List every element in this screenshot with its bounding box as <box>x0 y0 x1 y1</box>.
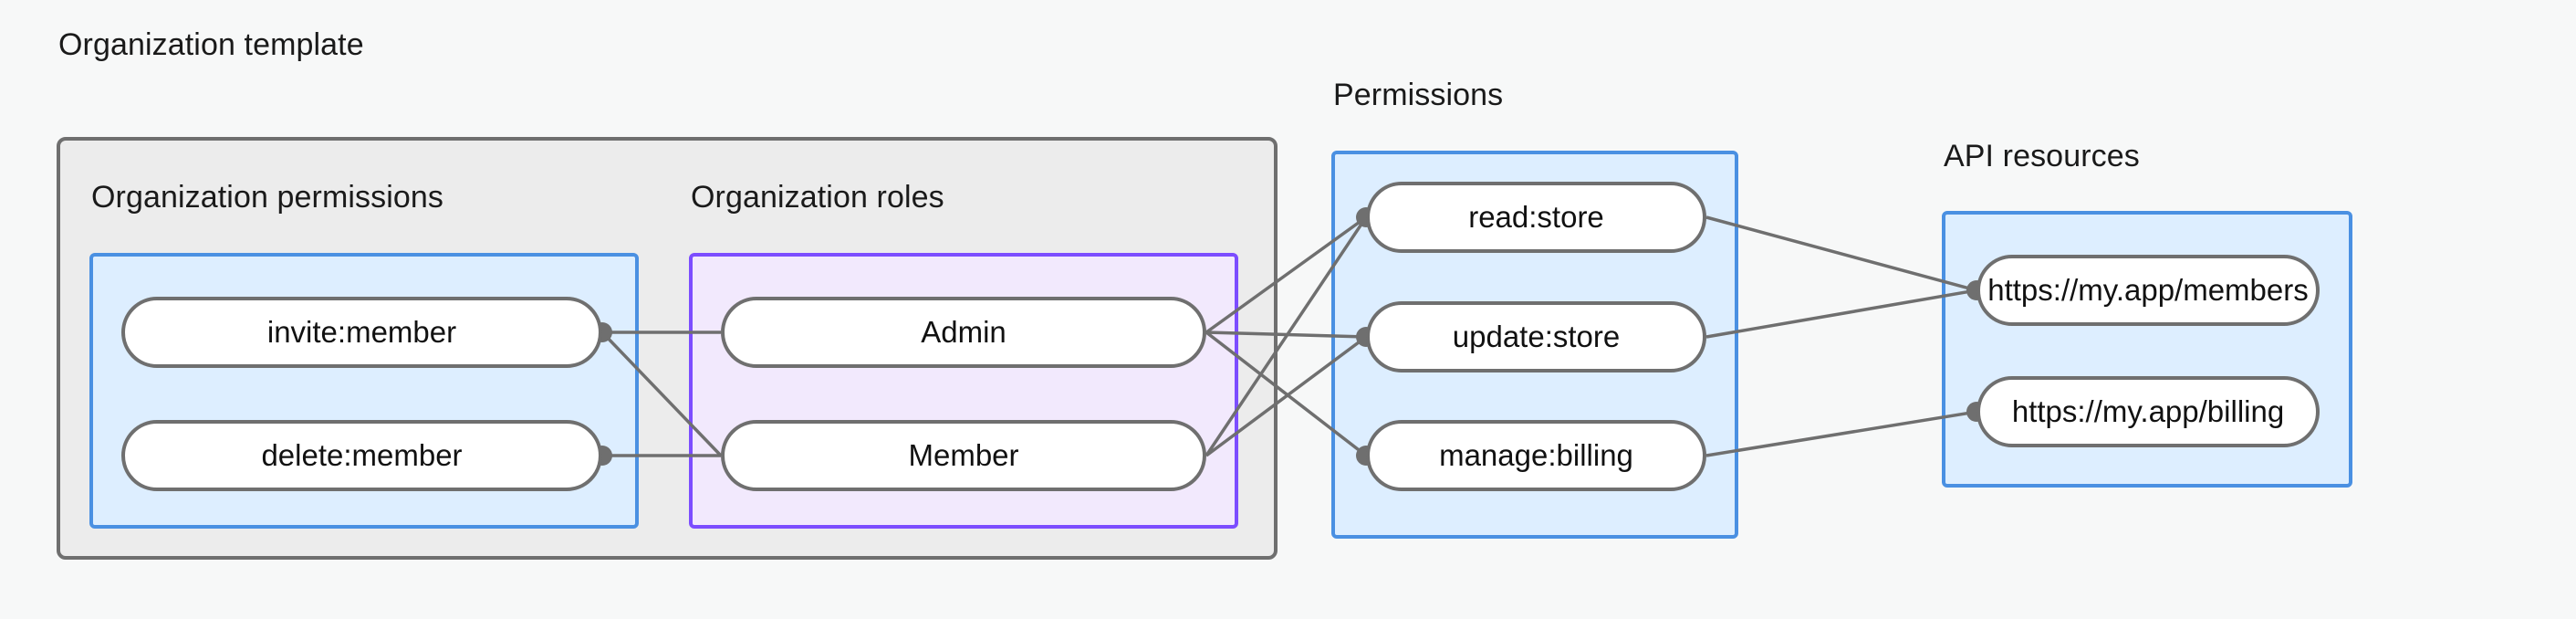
edge-update-store-to-members-resource <box>1705 289 1977 339</box>
group-title-api-resources: API resources <box>1944 139 2140 173</box>
node-members-resource[interactable]: https://my.app/members <box>1976 255 2320 326</box>
node-update-store[interactable]: update:store <box>1366 301 1706 372</box>
node-member[interactable]: Member <box>721 420 1206 491</box>
group-title-organization-roles: Organization roles <box>691 180 944 215</box>
node-delete-member[interactable]: delete:member <box>121 420 602 491</box>
edge-read-store-to-members-resource <box>1705 215 1977 292</box>
node-manage-billing[interactable]: manage:billing <box>1366 420 1706 491</box>
group-title-organization-permissions: Organization permissions <box>91 180 444 215</box>
group-title-organization-template: Organization template <box>58 27 364 62</box>
edge-manage-billing-to-billing-resource <box>1705 410 1977 457</box>
node-invite-member[interactable]: invite:member <box>121 297 602 368</box>
node-admin[interactable]: Admin <box>721 297 1206 368</box>
node-read-store[interactable]: read:store <box>1366 182 1706 253</box>
group-title-permissions: Permissions <box>1333 78 1504 112</box>
node-billing-resource[interactable]: https://my.app/billing <box>1976 376 2320 447</box>
